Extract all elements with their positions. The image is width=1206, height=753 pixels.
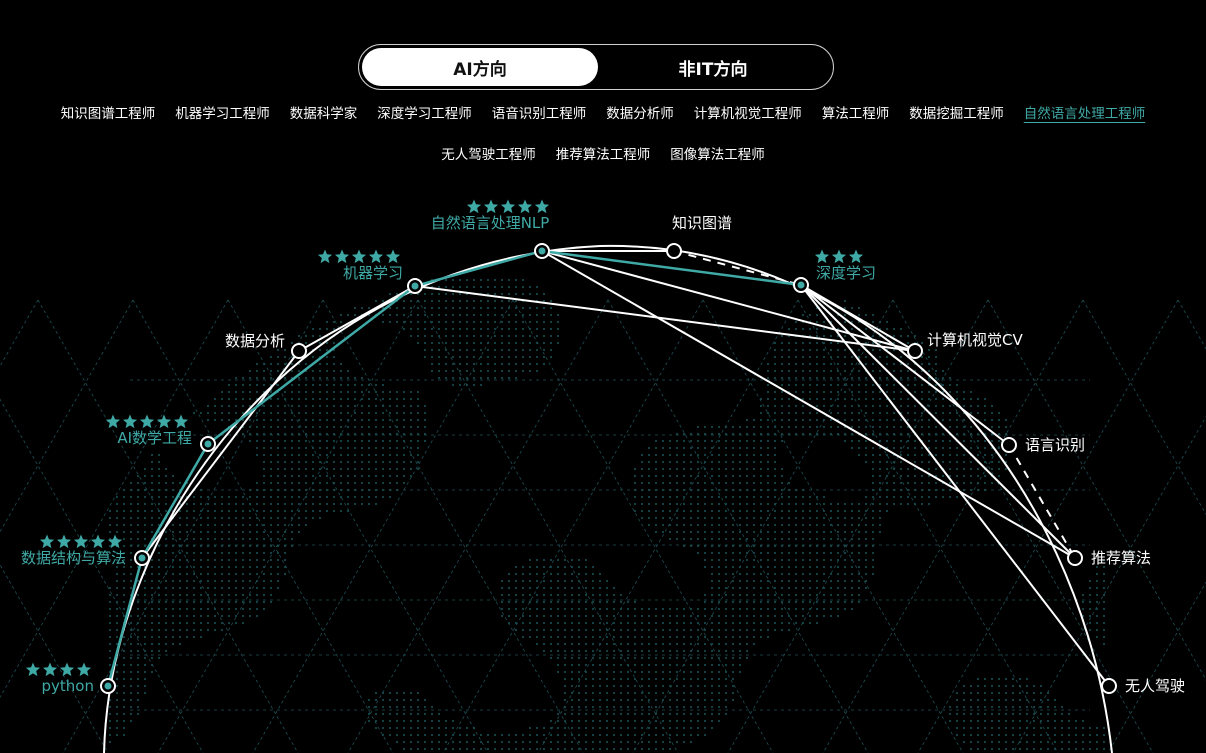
- role-link[interactable]: 机器学习工程师: [175, 106, 270, 122]
- role-link[interactable]: 数据科学家: [289, 106, 358, 122]
- skill-label: 自然语言处理NLP: [431, 214, 550, 232]
- rating-star-icon: [500, 199, 516, 214]
- rating-star-icon: [59, 662, 75, 677]
- rating-star-icon: [814, 249, 830, 264]
- skill-node-dot: [138, 554, 146, 562]
- rating-star-icon: [105, 414, 121, 429]
- rating-star-icon: [173, 414, 189, 429]
- skill-label: python: [42, 677, 94, 695]
- rating-star-icon: [56, 534, 72, 549]
- role-link[interactable]: 数据分析师: [606, 106, 674, 122]
- globe-background: [0, 278, 1206, 753]
- rating-star-icon: [848, 249, 864, 264]
- skill-label: 数据结构与算法: [21, 549, 126, 567]
- rating-star-icon: [466, 199, 482, 214]
- skill-label: 无人驾驶: [1125, 677, 1185, 695]
- edge-line: [800, 284, 1076, 559]
- rating-star-icon: [76, 662, 92, 677]
- rating-star-icon: [351, 249, 367, 264]
- edge-dashed-line: [673, 250, 802, 286]
- skill-label: 计算机视觉CV: [927, 331, 1023, 349]
- rating-star-icon: [385, 249, 401, 264]
- skill-label: 机器学习: [343, 264, 403, 282]
- edge-line: [800, 284, 916, 352]
- skill-node-dot: [411, 282, 419, 290]
- tab-non-it-direction[interactable]: 非IT方向: [678, 59, 748, 80]
- role-link[interactable]: 推荐算法工程师: [555, 147, 651, 163]
- skill-node[interactable]: [1067, 550, 1083, 566]
- skill-label: AI数学工程: [117, 429, 192, 447]
- role-list-row2: 无人驾驶工程师 推荐算法工程师 图像算法工程师: [0, 143, 1206, 163]
- role-link[interactable]: 无人驾驶工程师: [441, 147, 536, 163]
- rating-star-icon: [517, 199, 533, 214]
- rating-star-icon: [534, 199, 550, 214]
- rating-star-icon: [317, 249, 333, 264]
- edge-line: [541, 250, 916, 352]
- skill-label: 数据分析: [225, 332, 285, 350]
- rating-star-icon: [122, 414, 138, 429]
- direction-toggle: AI方向 非IT方向: [358, 44, 834, 90]
- skill-node[interactable]: [1101, 678, 1117, 694]
- rating-star-icon: [139, 414, 155, 429]
- globe-outline: [103, 244, 1113, 753]
- skill-node[interactable]: [291, 343, 307, 359]
- skill-label: 推荐算法: [1091, 549, 1151, 567]
- edge-dashed-line: [1008, 444, 1076, 559]
- edge-line: [800, 284, 1010, 446]
- rating-star-icon: [90, 534, 106, 549]
- skill-label: 语言识别: [1025, 436, 1085, 454]
- rating-star-icon: [368, 249, 384, 264]
- rating-star-icon: [107, 534, 123, 549]
- skill-node-dot: [797, 281, 805, 289]
- role-link[interactable]: 图像算法工程师: [670, 147, 765, 163]
- rating-star-icon: [39, 534, 55, 549]
- skill-label: 深度学习: [816, 264, 876, 282]
- rating-star-icon: [73, 534, 89, 549]
- skill-label: 知识图谱: [672, 214, 732, 232]
- edge-line: [800, 284, 1110, 687]
- skill-node[interactable]: [666, 243, 682, 259]
- rating-star-icon: [334, 249, 350, 264]
- edge-line: [298, 285, 416, 352]
- skill-node-dot: [104, 682, 112, 690]
- edge-line: [414, 285, 916, 352]
- role-list-row1: 知识图谱工程师 机器学习工程师 数据科学家 深度学习工程师 语音识别工程师 数据分析师 计算…: [0, 102, 1206, 122]
- edge-line: [541, 250, 1076, 559]
- skill-node-dot: [538, 247, 546, 255]
- role-link[interactable]: 深度学习工程师: [377, 106, 472, 122]
- skill-node-dot: [204, 440, 212, 448]
- role-link[interactable]: 计算机视觉工程师: [693, 106, 802, 122]
- role-link[interactable]: 数据挖掘工程师: [909, 106, 1004, 122]
- edge-line: [141, 350, 300, 559]
- rating-star-icon: [25, 662, 41, 677]
- learning-path-line: [106, 249, 802, 687]
- rating-star-icon: [483, 199, 499, 214]
- rating-star-icon: [156, 414, 172, 429]
- role-link[interactable]: 知识图谱工程师: [60, 106, 156, 122]
- tab-ai-direction[interactable]: AI方向: [362, 48, 598, 86]
- role-link[interactable]: 自然语言处理工程师: [1023, 106, 1146, 122]
- skill-node[interactable]: [907, 343, 923, 359]
- role-link[interactable]: 语音识别工程师: [491, 106, 587, 122]
- rating-star-icon: [831, 249, 847, 264]
- role-link[interactable]: 算法工程师: [821, 106, 890, 122]
- skill-node[interactable]: [1001, 437, 1017, 453]
- rating-star-icon: [42, 662, 58, 677]
